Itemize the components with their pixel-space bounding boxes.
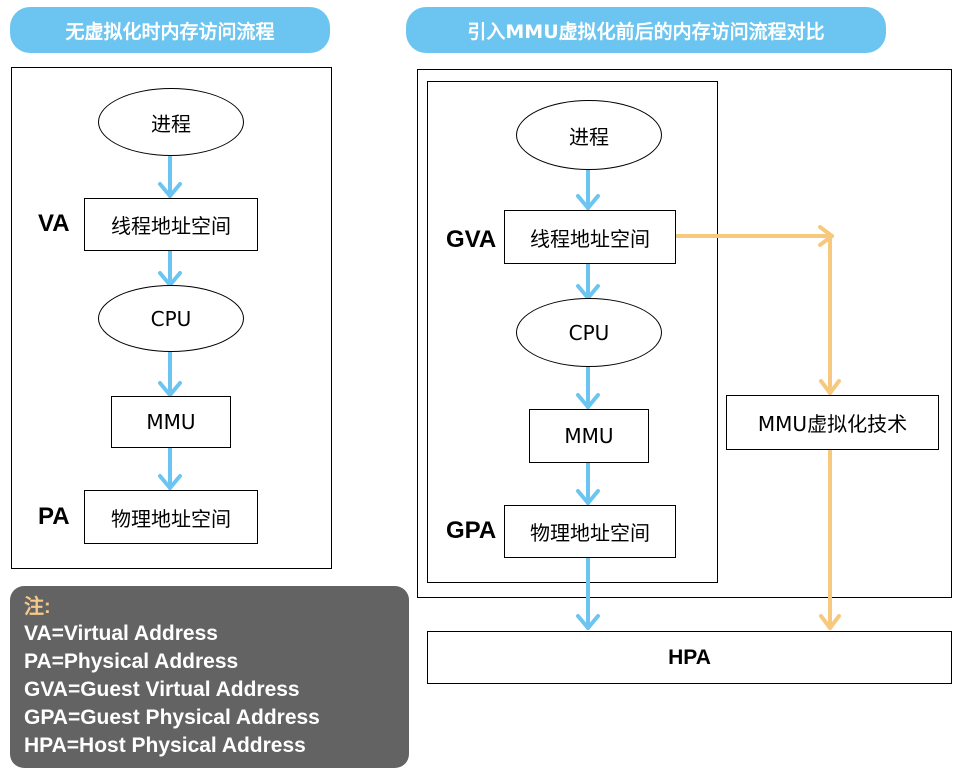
left-cpu-node: CPU [98,285,244,352]
note-line-gpa: GPA=Guest Physical Address [24,706,320,729]
mmu-virtualization-node: MMU虚拟化技术 [726,395,939,450]
note-line-pa: PA=Physical Address [24,650,239,673]
gva-label: GVA [446,226,497,253]
left-mmu-node: MMU [111,396,231,448]
note-line-va: VA=Virtual Address [24,622,218,645]
right-cpu-node: CPU [516,298,662,367]
note-line-gva: GVA=Guest Virtual Address [24,678,300,701]
right-guest-physical-address-space: 物理地址空间 [504,505,676,558]
abbreviation-note: 注: VA=Virtual Address PA=Physical Addres… [10,586,409,768]
left-frame [11,67,332,569]
left-virtual-address-space: 线程地址空间 [84,198,258,251]
guest-frame [427,81,718,583]
pa-label: PA [38,503,70,530]
note-title: 注: [24,596,51,618]
right-guest-virtual-address-space: 线程地址空间 [504,210,676,264]
left-physical-address-space: 物理地址空间 [84,490,258,544]
left-process-node: 进程 [98,88,244,156]
note-line-hpa: HPA=Host Physical Address [24,734,306,757]
orange-arrows [674,225,841,630]
gpa-label: GPA [446,517,497,544]
right-header: 引入MMU虚拟化前后的内存访问流程对比 [406,7,886,53]
va-label: VA [38,210,70,237]
right-mmu-node: MMU [529,409,649,463]
left-header: 无虚拟化时内存访问流程 [10,7,330,53]
blue-arrows [158,155,600,630]
right-process-node: 进程 [516,100,662,170]
right-outer-frame [417,69,952,598]
hpa-node: HPA [427,631,952,684]
